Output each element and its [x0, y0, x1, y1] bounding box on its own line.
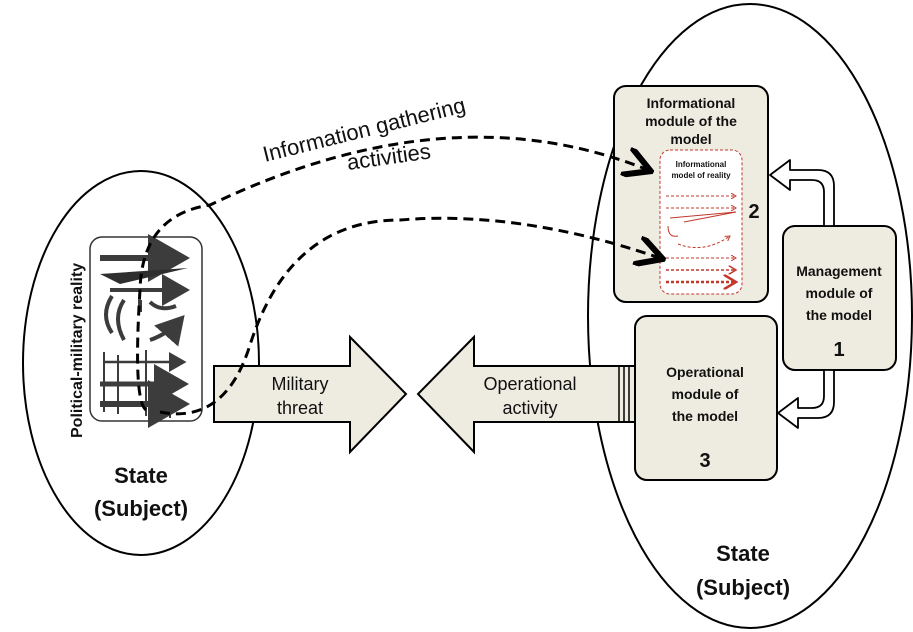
informational-module-title-line2: module of the [645, 113, 737, 129]
management-module-box [782, 225, 897, 371]
management-module-number: 1 [833, 339, 844, 361]
information-gathering-curve-lower [159, 216, 660, 416]
left-state-title-line1: State [114, 463, 168, 488]
military-threat-label-line2: threat [277, 398, 323, 418]
operational-activity-arrow [416, 334, 636, 455]
political-military-reality-label: Political-military reality [69, 263, 86, 438]
right-state-title-line1: State [716, 541, 770, 566]
military-threat-arrow [213, 334, 408, 455]
management-module-title-line1: Management [796, 263, 882, 279]
informational-model-of-reality-line1: Informational [676, 160, 727, 169]
management-to-informational-arrow [769, 159, 835, 227]
management-to-operational-arrow [777, 369, 835, 429]
information-gathering-curve-upper [136, 135, 648, 412]
management-module-title-line3: the model [806, 307, 872, 323]
left-state-title-line2: (Subject) [94, 496, 188, 521]
military-threat-label-line1: Military [272, 374, 329, 394]
right-state-title-line2: (Subject) [696, 575, 790, 600]
informational-model-arrows-icon [666, 196, 736, 282]
informational-model-of-reality-line2: model of reality [671, 171, 731, 180]
curve-label-line2: activities [345, 138, 432, 174]
operational-activity-label-line1: Operational [483, 374, 576, 394]
operational-activity-arrow-stripes [618, 366, 630, 422]
informational-module-number: 2 [748, 201, 759, 223]
operational-activity-label-line2: activity [502, 398, 557, 418]
informational-module-title-line1: Informational [647, 95, 736, 111]
operational-module-title-line3: the model [672, 408, 738, 424]
operational-module-number: 3 [699, 450, 710, 472]
operational-module-title-line1: Operational [666, 364, 744, 380]
management-module-title-line2: module of [806, 285, 873, 301]
informational-module-title-line3: model [670, 131, 711, 147]
operational-module-title-line2: module of [672, 386, 739, 402]
